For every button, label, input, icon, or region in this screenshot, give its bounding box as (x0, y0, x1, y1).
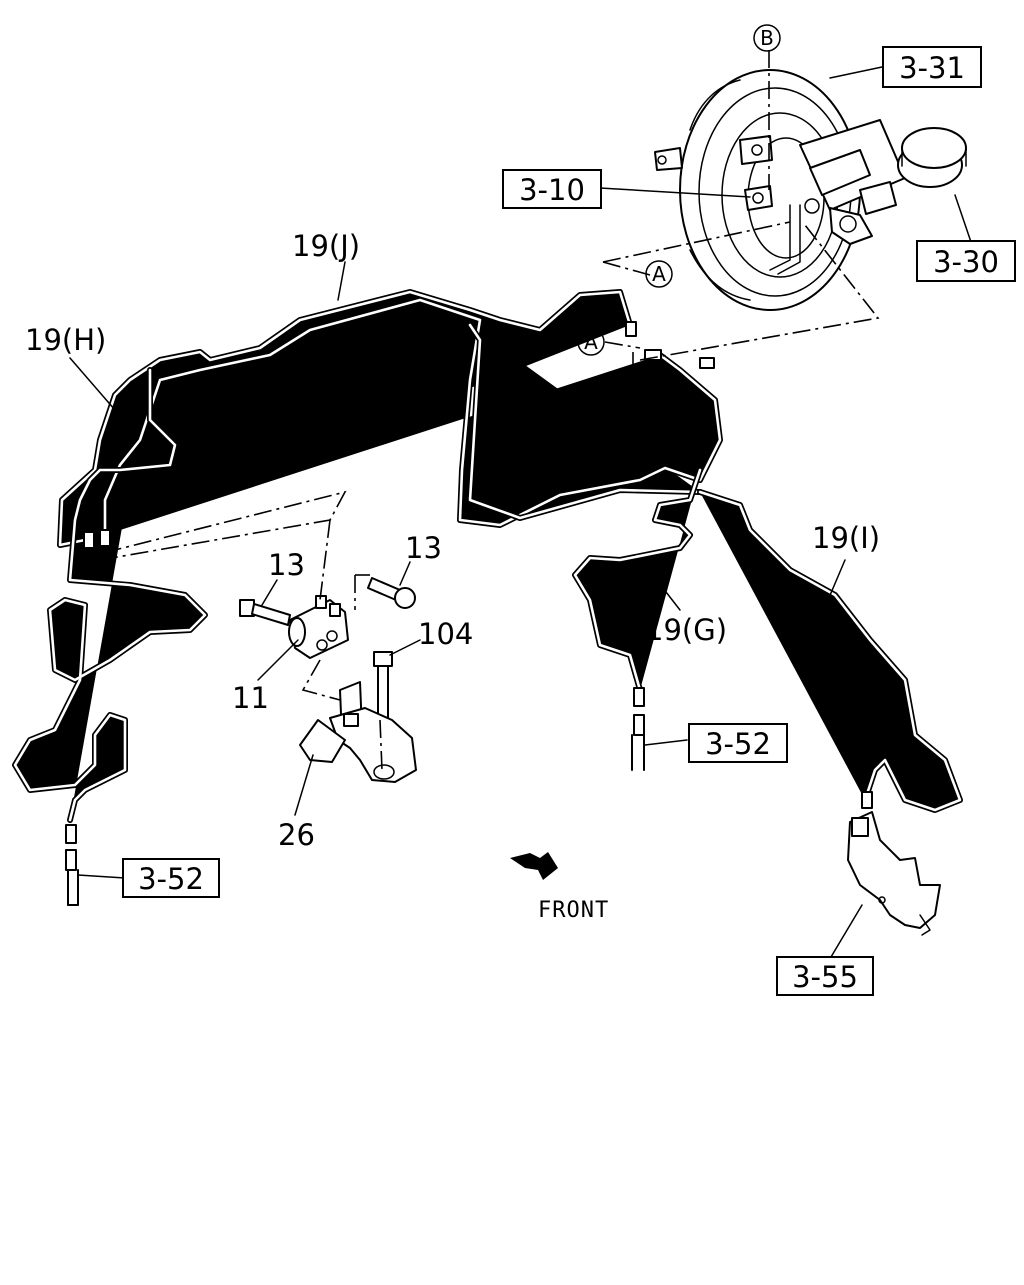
proportioning-valve (288, 595, 349, 659)
callout-19i: 19(I) (812, 521, 880, 555)
bolt-104 (373, 651, 393, 721)
marker-b-top: B (753, 24, 781, 52)
ref-box-3-52-center[interactable]: 3-52 (688, 723, 788, 763)
callout-104: 104 (418, 617, 473, 651)
marker-a-mid-label: A (584, 330, 598, 354)
ref-box-3-31-label: 3-31 (899, 51, 965, 85)
marker-b-mid: B (619, 391, 647, 419)
leader-lines (69, 66, 973, 963)
pipe-fittings (65, 321, 873, 871)
brake-booster (654, 69, 861, 311)
ref-box-3-10-label: 3-10 (519, 173, 585, 207)
ref-box-3-30-label: 3-30 (933, 245, 999, 279)
bolt-13-right (367, 577, 416, 609)
ref-box-3-55[interactable]: 3-55 (776, 956, 874, 996)
marker-a-top-label: A (652, 262, 666, 286)
callout-13-right: 13 (405, 531, 442, 565)
ref-box-3-52-left[interactable]: 3-52 (122, 858, 220, 898)
ref-box-3-52-center-label: 3-52 (705, 727, 771, 761)
callout-26: 26 (278, 818, 315, 852)
front-label: FRONT (538, 898, 609, 923)
bracket-26 (299, 681, 417, 783)
ref-box-3-30[interactable]: 3-30 (916, 240, 1016, 282)
callout-19j: 19(J) (292, 229, 360, 263)
bolt-13-left (239, 599, 291, 626)
callout-19h: 19(H) (25, 323, 106, 357)
marker-a-mid: A (577, 328, 605, 356)
ref-box-3-31[interactable]: 3-31 (882, 46, 982, 88)
callout-13-left: 13 (268, 548, 305, 582)
ref-box-3-52-left-label: 3-52 (138, 862, 204, 896)
ref-box-3-10[interactable]: 3-10 (502, 169, 602, 209)
arrow-front-icon (510, 852, 558, 880)
marker-b-mid-label: B (626, 393, 640, 417)
master-cylinder (769, 119, 967, 275)
callout-11: 11 (232, 681, 269, 715)
brake-pipe-bundle (15, 292, 960, 820)
ref-box-3-55-label: 3-55 (792, 960, 858, 994)
bracket-3-55 (847, 811, 941, 936)
callout-19g: 19(G) (645, 613, 727, 647)
marker-b-top-label: B (760, 26, 774, 50)
marker-a-top: A (645, 260, 673, 288)
hose-stubs (67, 734, 645, 906)
reference-lines (94, 50, 880, 771)
